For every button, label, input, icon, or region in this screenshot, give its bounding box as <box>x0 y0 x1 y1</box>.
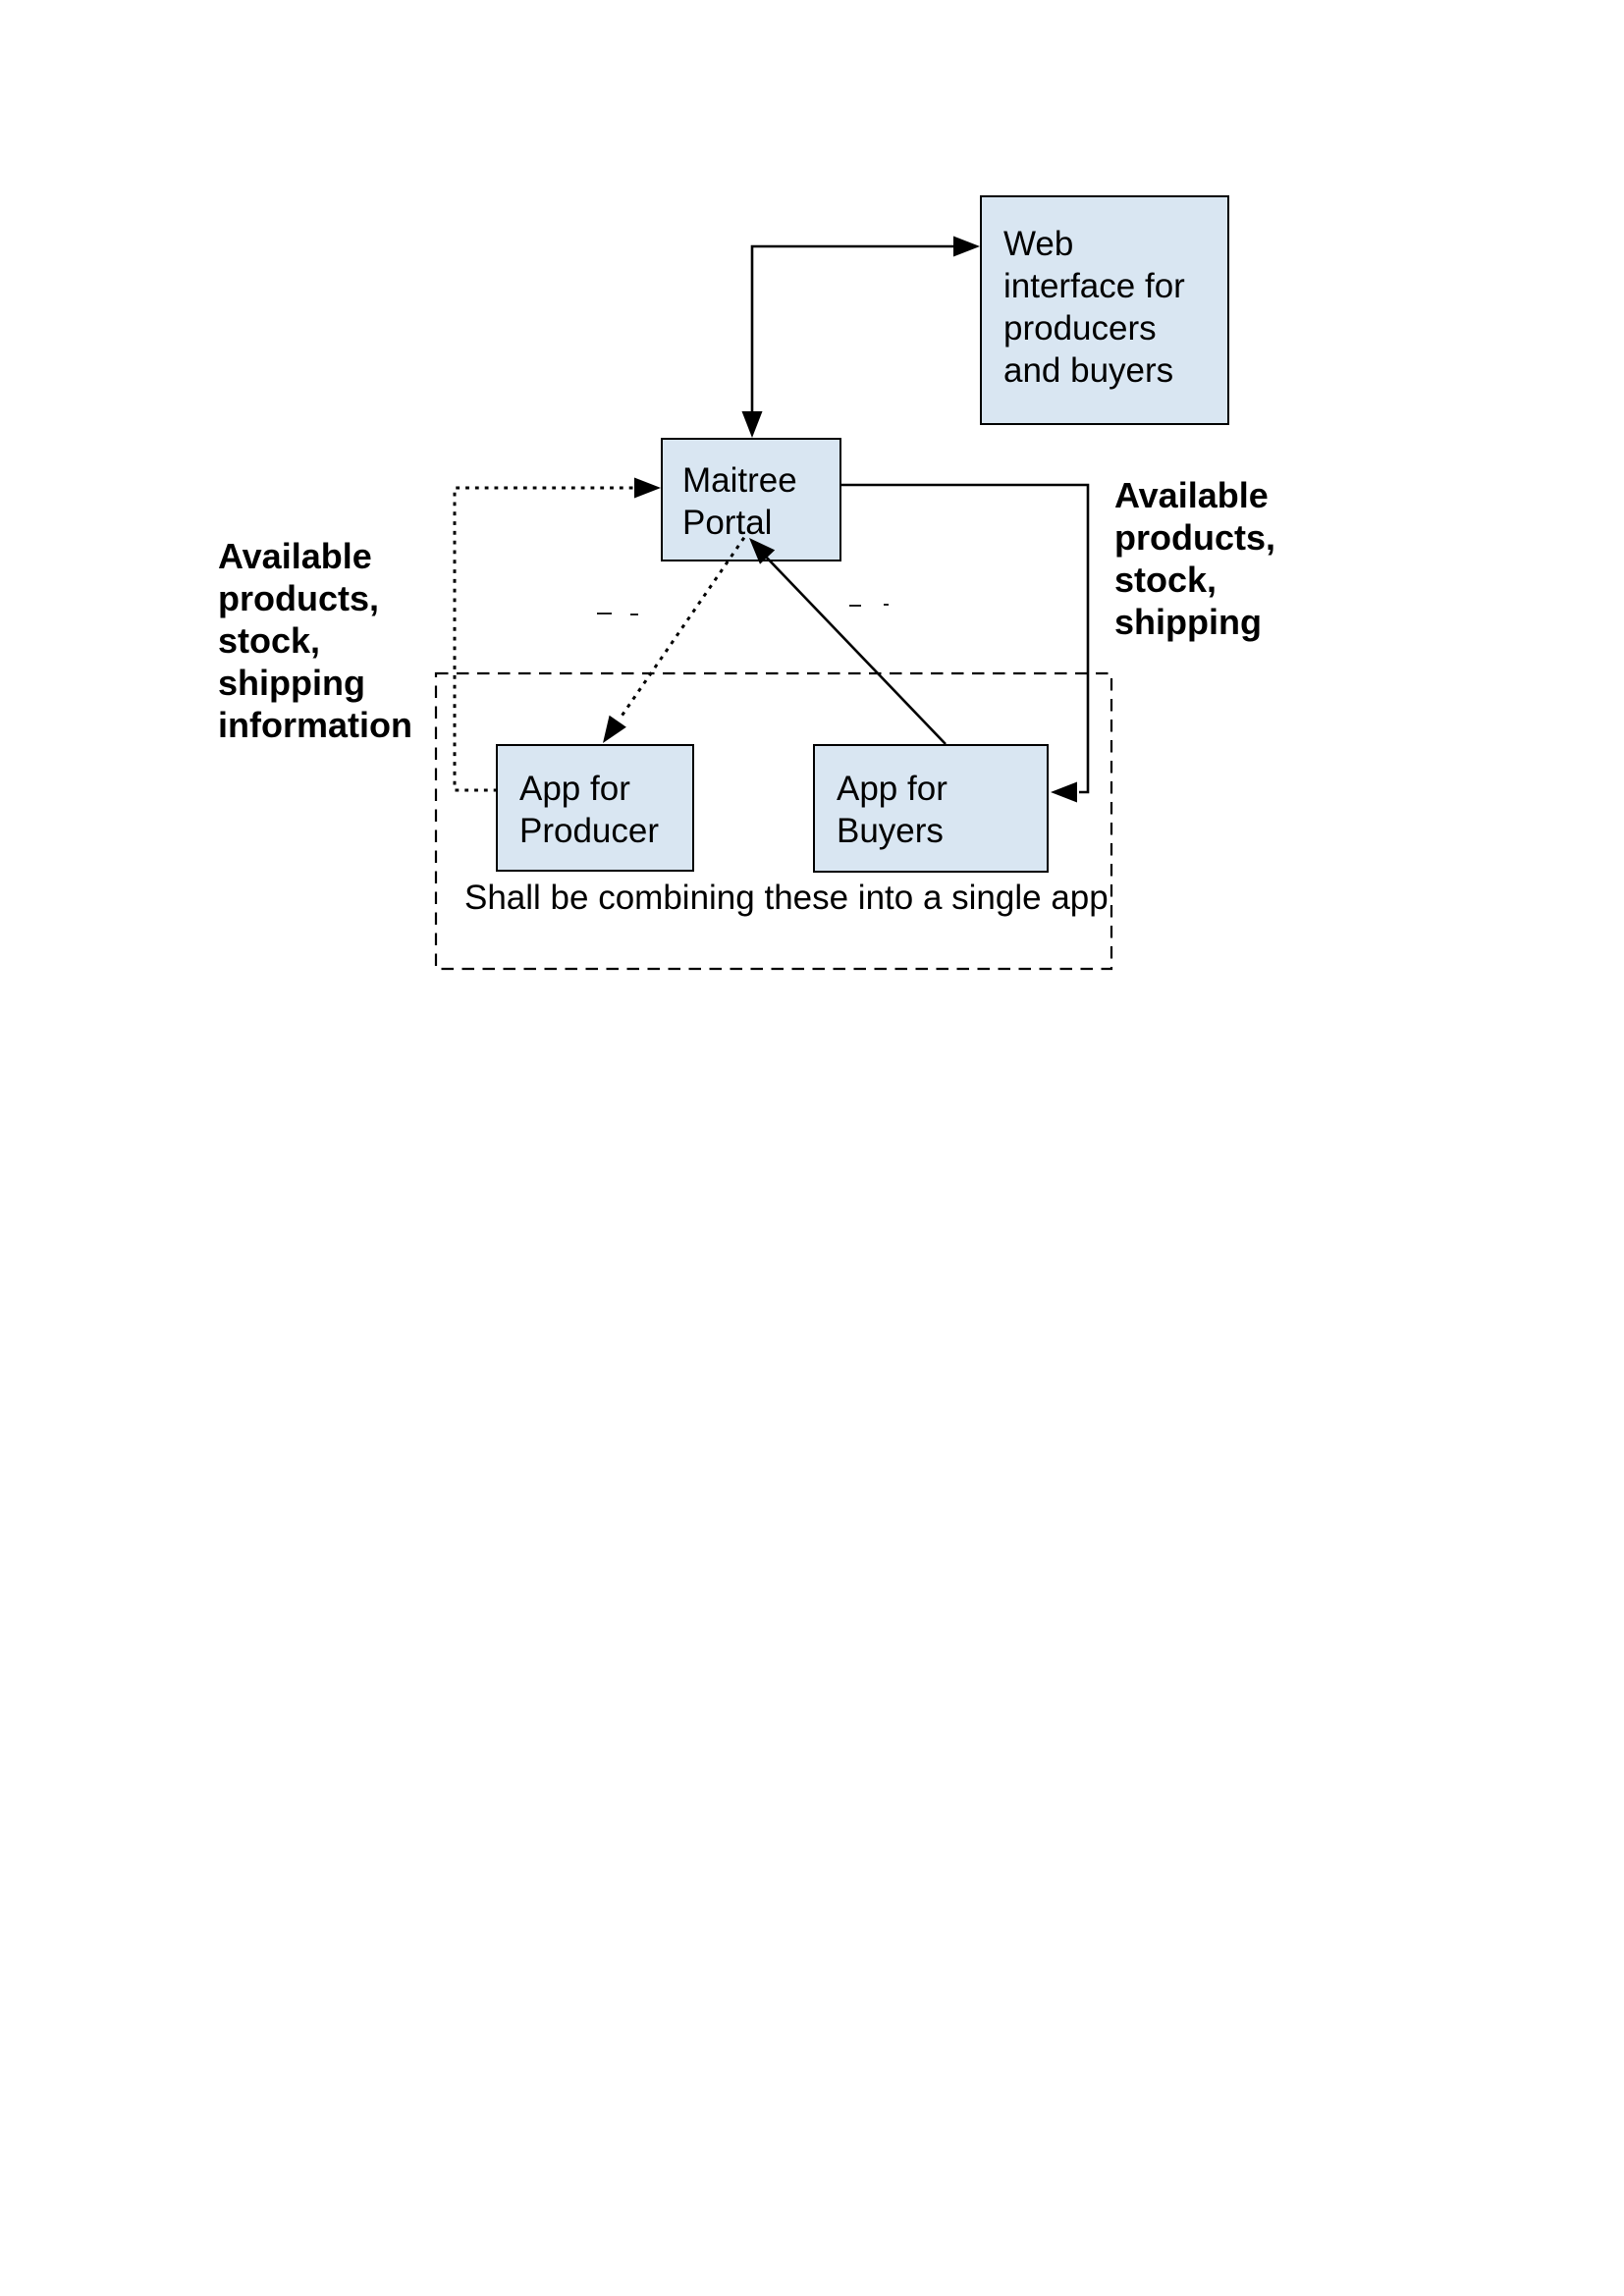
arrowhead-into-app-buyers <box>1051 781 1077 803</box>
connector-buyers-maitree-diagonal <box>763 554 947 745</box>
note-available-products-right: Available products, stock, shipping <box>1114 475 1276 642</box>
arrowhead-dotted-into-maitree-left <box>634 477 661 499</box>
arrowhead-into-web-interface <box>953 236 980 257</box>
arrowhead-into-maitree-top <box>741 411 763 438</box>
erased-text-fragments <box>597 604 889 615</box>
arrowhead-dotted-into-app-producer <box>603 715 626 743</box>
node-web-interface: Web interface for producers and buyers <box>980 195 1229 425</box>
connector-dotted-maitree-producer <box>618 536 746 721</box>
single-app-group-caption: Shall be combining these into a single a… <box>464 879 1109 917</box>
node-app-for-buyers: App for Buyers <box>813 744 1049 873</box>
node-maitree-portal: Maitree Portal <box>661 438 841 561</box>
connector-maitree-web <box>750 244 955 413</box>
node-app-for-producer: App for Producer <box>496 744 694 872</box>
note-available-products-left: Available products, stock, shipping info… <box>218 536 412 745</box>
